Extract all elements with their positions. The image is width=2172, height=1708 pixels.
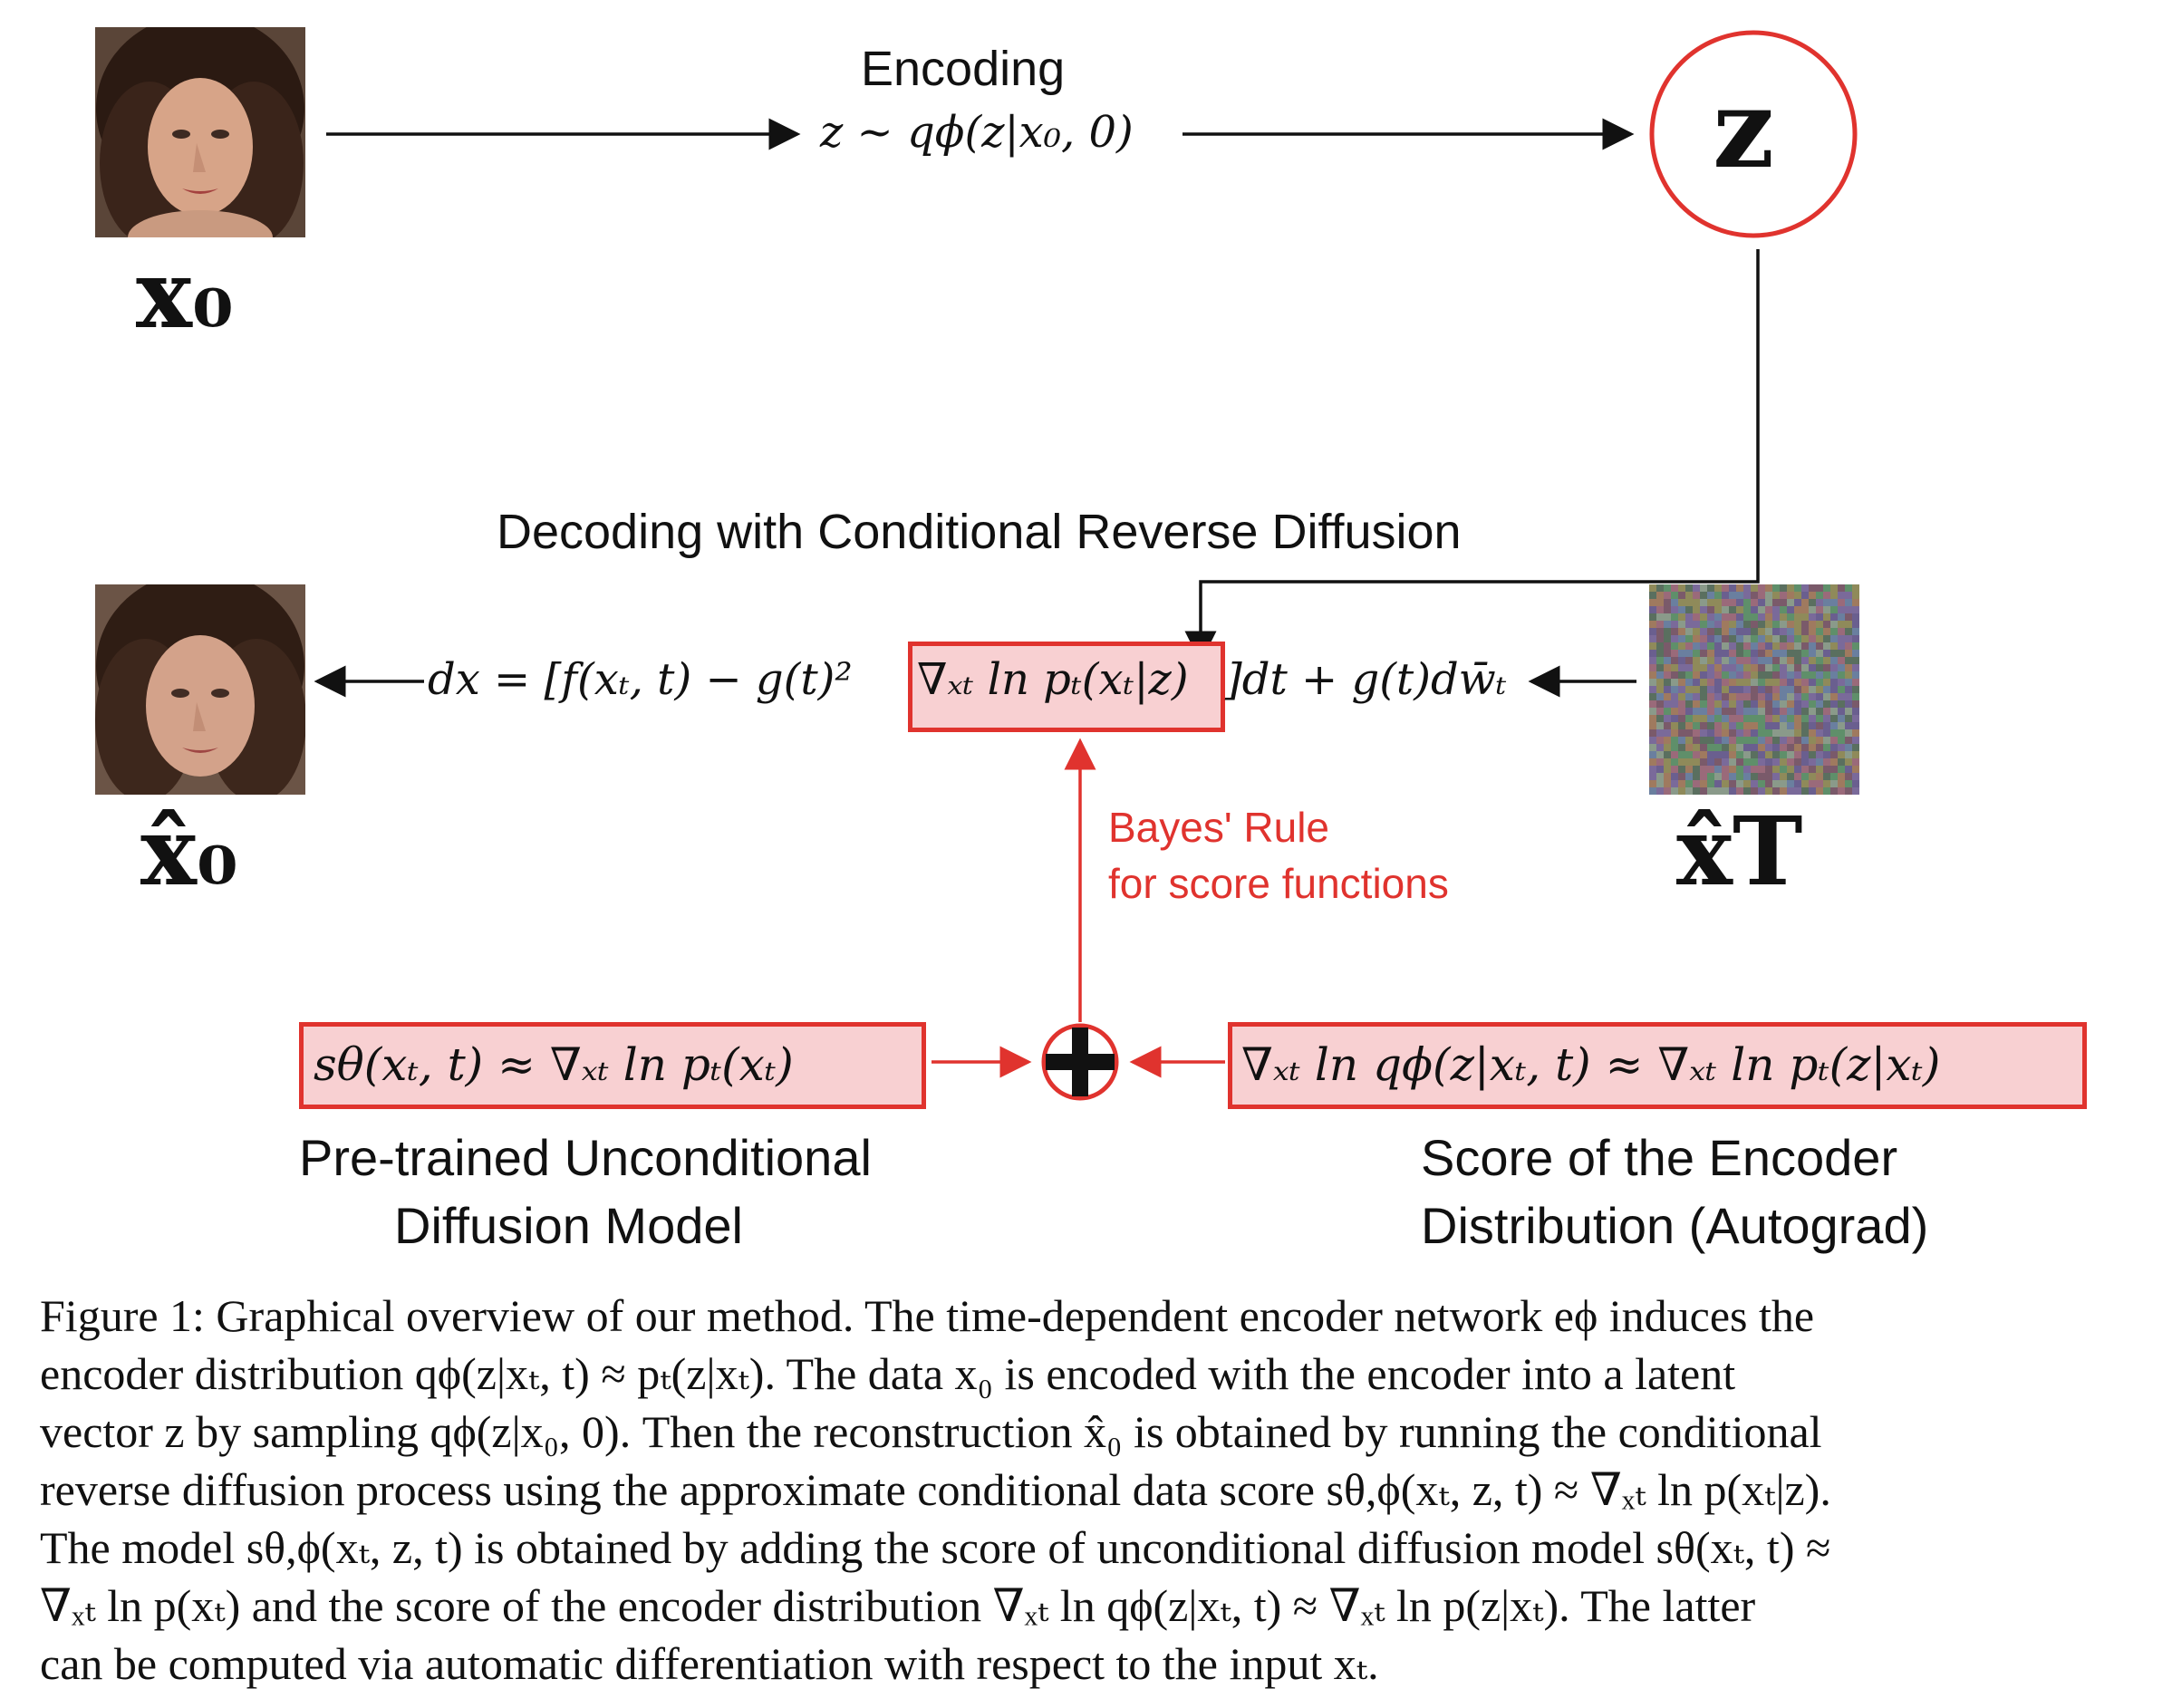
caption-line: vector z by sampling qϕ(z|x₀, 0). Then t… [40, 1406, 1822, 1457]
encoder-score-box [1228, 1022, 2087, 1109]
plus-node-icon [1041, 1023, 1119, 1101]
sde-prefix: dx = [f(xₜ, t) − g(t)² [428, 654, 853, 705]
caption-line: reverse diffusion process using the appr… [40, 1464, 1831, 1515]
encoder-caption-line1: Score of the Encoder [1421, 1129, 1898, 1186]
encoder-caption-line2: Distribution (Autograd) [1421, 1197, 1929, 1254]
noise-icon [1649, 584, 1859, 795]
unconditional-caption-line1: Pre-trained Unconditional [299, 1129, 872, 1186]
encoding-label: Encoding [861, 42, 1066, 96]
caption-line: encoder distribution qϕ(z|xₜ, t) ≈ pₜ(z|… [40, 1348, 1736, 1399]
noise-label: x̂T [1676, 796, 1803, 907]
sde-boxed-term: ∇ₓₜ ln pₜ(xₜ|z) [917, 654, 1189, 705]
reconstruction-label: x̂₀ [140, 796, 238, 907]
bayes-rule-line1: Bayes' Rule [1108, 804, 1330, 851]
caption-line: can be computed via automatic differenti… [40, 1638, 1379, 1689]
figure-caption: Figure 1: Graphical overview of our meth… [40, 1287, 2142, 1693]
encoding-formula: z ~ qϕ(z|x₀, 0) [820, 107, 1134, 158]
bayes-rule-line2: for score functions [1108, 860, 1449, 907]
unconditional-score-formula: sθ(xₜ, t) ≈ ∇ₓₜ ln pₜ(xₜ) [314, 1038, 794, 1091]
diagram-connectors [314, 30, 1858, 1101]
input-label: x₀ [136, 238, 234, 350]
sde-suffix: ]dt + g(t)dw̄ₜ [1225, 654, 1507, 705]
latent-node-label: z [1713, 65, 1775, 193]
conditional-score-box [908, 642, 1225, 732]
latent-node-circle [1649, 30, 1858, 238]
reconstruction-face-image [95, 584, 305, 795]
method-diagram: x₀ Encoding z ~ qϕ(z|x₀, 0) z Decoding w… [95, 27, 2087, 1254]
face-icon [95, 584, 305, 795]
noise-image [1649, 584, 1859, 795]
face-icon [95, 27, 305, 237]
arrow-latent-to-score [1184, 249, 1760, 663]
input-face-image [95, 27, 305, 237]
decoding-label: Decoding with Conditional Reverse Diffus… [497, 505, 1462, 559]
caption-line: ∇ₓₜ ln p(xₜ) and the score of the encode… [40, 1580, 1756, 1631]
unconditional-caption-line2: Diffusion Model [394, 1197, 743, 1254]
caption-line: Figure 1: Graphical overview of our meth… [40, 1290, 1815, 1341]
caption-line: The model sθ,ϕ(xₜ, z, t) is obtained by … [40, 1522, 1831, 1573]
unconditional-score-box [299, 1022, 926, 1109]
encoder-score-formula: ∇ₓₜ ln qϕ(z|xₜ, t) ≈ ∇ₓₜ ln pₜ(z|xₜ) [1241, 1038, 1941, 1091]
